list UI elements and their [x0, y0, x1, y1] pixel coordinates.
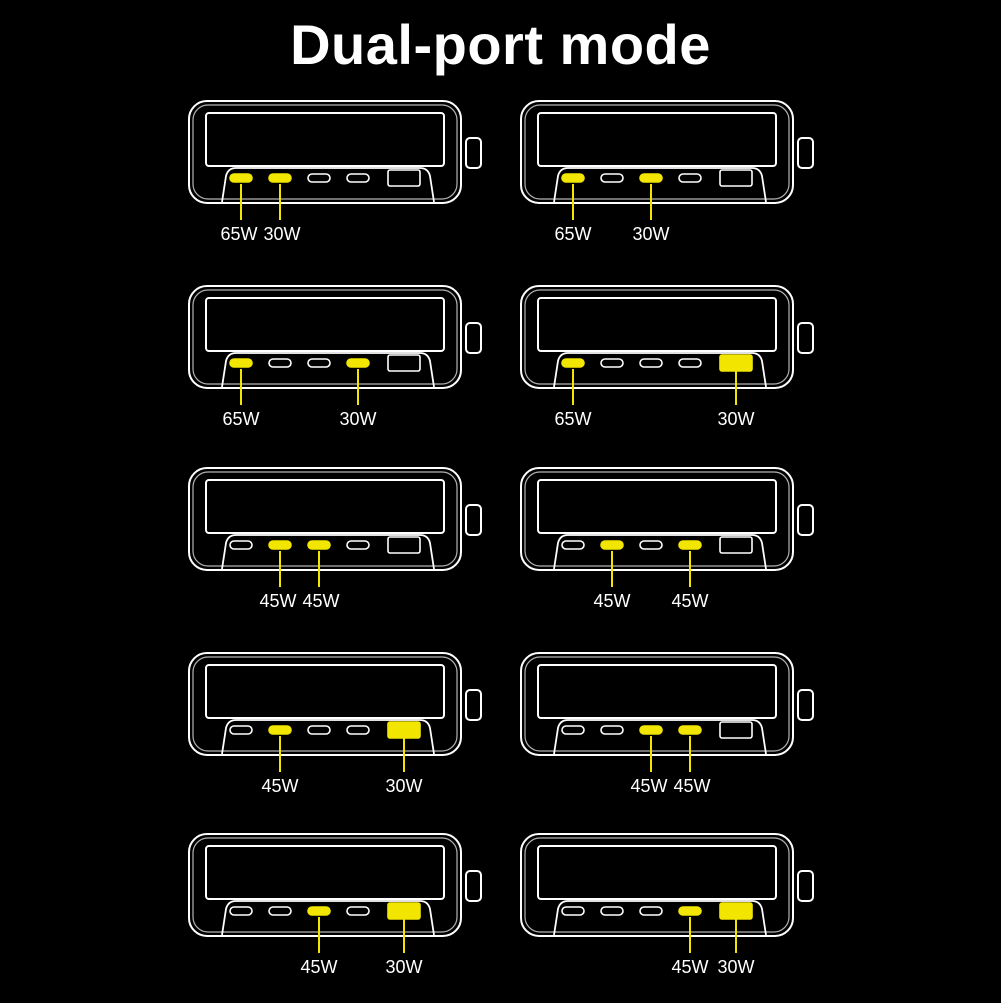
usb-c-port: [268, 358, 292, 368]
active-usb-c-port: [268, 540, 292, 550]
wattage-label: 45W: [300, 957, 338, 977]
usb-c-port: [561, 540, 585, 550]
active-usb-a-port: [719, 902, 753, 920]
usb-c-port: [600, 725, 624, 735]
usb-c-port: [600, 358, 624, 368]
wattage-label: 45W: [671, 591, 709, 611]
active-usb-c-port: [268, 173, 292, 183]
charger-outline: [188, 652, 482, 772]
wattage-label: 65W: [222, 409, 260, 429]
active-usb-c-port: [678, 540, 702, 550]
usb-c-port: [561, 906, 585, 916]
wattage-label: 45W: [593, 591, 631, 611]
charger-outline: [188, 833, 482, 953]
wattage-label: 45W: [261, 776, 299, 796]
usb-c-port: [600, 906, 624, 916]
usb-c-port: [229, 540, 253, 550]
usb-a-port: [719, 721, 753, 739]
charger-device: 65W 30W: [520, 100, 850, 244]
active-usb-c-port: [639, 173, 663, 183]
charger-device: 65W 30W: [188, 285, 518, 429]
usb-c-port: [307, 725, 331, 735]
usb-c-port: [678, 358, 702, 368]
charger-device: 45W 30W: [188, 833, 518, 977]
usb-c-port: [229, 906, 253, 916]
active-usb-c-port: [600, 540, 624, 550]
usb-c-port: [639, 358, 663, 368]
wattage-label: 65W: [554, 409, 592, 429]
wattage-label: 45W: [671, 957, 709, 977]
wattage-label: 65W: [220, 224, 258, 244]
wattage-label: 30W: [385, 957, 423, 977]
wattage-label: 45W: [630, 776, 668, 796]
usb-c-port: [678, 173, 702, 183]
charger-outline: [188, 285, 482, 405]
wattage-label: 30W: [717, 957, 755, 977]
active-usb-c-port: [678, 906, 702, 916]
charger-device: 45W 45W: [520, 467, 850, 611]
wattage-label: 45W: [302, 591, 340, 611]
usb-c-port: [229, 725, 253, 735]
active-usb-a-port: [719, 354, 753, 372]
active-usb-c-port: [229, 358, 253, 368]
active-usb-c-port: [268, 725, 292, 735]
charger-outline: [520, 467, 814, 587]
active-usb-c-port: [561, 173, 585, 183]
active-usb-c-port: [346, 358, 370, 368]
wattage-label: 45W: [673, 776, 711, 796]
active-usb-c-port: [229, 173, 253, 183]
page-title: Dual-port mode: [290, 13, 711, 76]
charger-outline: [188, 467, 482, 587]
usb-a-port: [387, 354, 421, 372]
usb-c-port: [346, 173, 370, 183]
active-usb-c-port: [678, 725, 702, 735]
wattage-label: 30W: [339, 409, 377, 429]
charger-device: 65W 30W: [520, 285, 850, 429]
usb-c-port: [307, 358, 331, 368]
active-usb-c-port: [307, 540, 331, 550]
active-usb-c-port: [307, 906, 331, 916]
charger-outline: [520, 652, 814, 772]
usb-c-port: [346, 906, 370, 916]
usb-c-port: [639, 906, 663, 916]
usb-c-port: [307, 173, 331, 183]
charger-outline: [520, 285, 814, 405]
usb-c-port: [346, 725, 370, 735]
wattage-label: 30W: [632, 224, 670, 244]
charger-outline: [520, 100, 814, 220]
usb-c-port: [346, 540, 370, 550]
wattage-label: 30W: [263, 224, 301, 244]
active-usb-c-port: [561, 358, 585, 368]
charger-outline: [188, 100, 482, 220]
active-usb-a-port: [387, 721, 421, 739]
usb-c-port: [561, 725, 585, 735]
usb-c-port: [268, 906, 292, 916]
usb-a-port: [387, 169, 421, 187]
wattage-label: 65W: [554, 224, 592, 244]
active-usb-a-port: [387, 902, 421, 920]
charger-device: 45W 30W: [188, 652, 518, 796]
usb-a-port: [387, 536, 421, 554]
usb-c-port: [600, 173, 624, 183]
wattage-label: 30W: [385, 776, 423, 796]
charger-outline: [520, 833, 814, 953]
usb-a-port: [719, 169, 753, 187]
charger-device: 45W 30W: [520, 833, 850, 977]
usb-a-port: [719, 536, 753, 554]
wattage-label: 30W: [717, 409, 755, 429]
wattage-label: 45W: [259, 591, 297, 611]
active-usb-c-port: [639, 725, 663, 735]
usb-c-port: [639, 540, 663, 550]
